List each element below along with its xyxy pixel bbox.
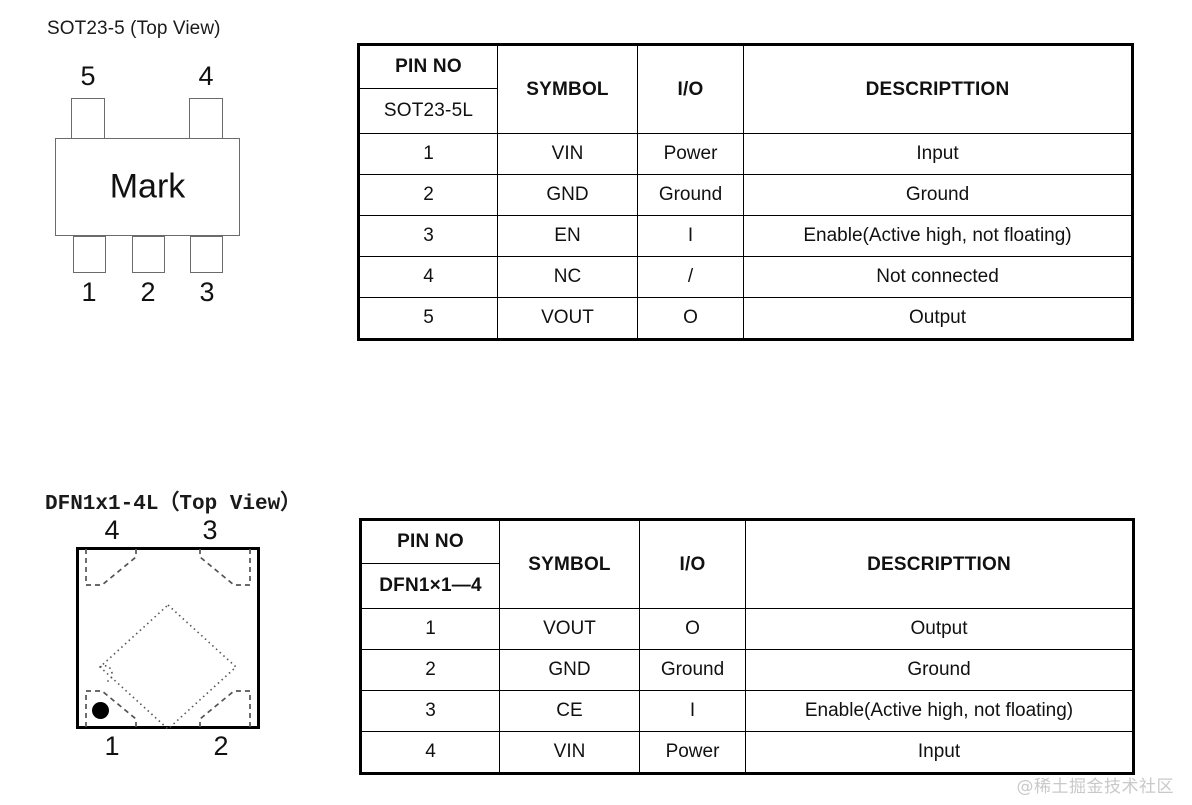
sot23-pin-lead-1 [73,236,106,273]
dfn-pad-outlines [85,549,251,731]
dfn-package-title: DFN1x1-4L（Top View） [45,493,302,516]
sot23-package-diagram: 5 4 Mark 1 2 3 [40,55,340,325]
cell-description: Not connected [743,256,1133,298]
cell-symbol: VIN [497,133,638,175]
cell-symbol: GND [499,649,640,691]
header-symbol: SYMBOL [499,519,640,609]
sot23-pin-label-2: 2 [140,277,156,307]
dfn-pin-label-2: 2 [213,731,229,761]
cell-description: Input [745,731,1134,774]
sot23-pin-lead-3 [190,236,223,273]
header-pin-no: PIN NO [358,44,498,89]
header-description: DESCRIPTTION [745,519,1134,609]
dfn-pin1-dot-marker [92,702,109,719]
cell-symbol: GND [497,174,638,216]
cell-io: I [639,690,746,732]
cell-pin: 2 [358,174,498,216]
sot23-pin-label-3: 3 [199,277,215,307]
table-row: 4 VIN Power Input [360,731,1134,774]
sot23-pin-lead-2 [132,236,165,273]
cell-io: I [637,215,744,257]
dfn-pad-4 [85,549,137,586]
header-symbol: SYMBOL [497,44,638,134]
watermark: @稀土掘金技术社区 [1016,777,1174,797]
cell-description: Enable(Active high, not floating) [745,690,1134,732]
table-row: 4 NC / Not connected [358,256,1133,298]
dfn-package-diagram: 4 3 1 2 [40,515,340,765]
cell-pin: 5 [358,297,498,340]
cell-description: Ground [743,174,1133,216]
dfn-package-body [76,547,260,729]
cell-io: O [639,608,746,650]
cell-description: Output [743,297,1133,340]
dfn-pin-description-table: PIN NO SYMBOL I/O DESCRIPTTION DFN1×1—4 … [359,518,1135,775]
header-pin-no-sub: SOT23-5L [358,88,498,134]
table-row: 3 EN I Enable(Active high, not floating) [358,215,1133,257]
dfn-pad-2 [199,690,251,727]
table-row: 2 GND Ground Ground [360,649,1134,691]
cell-symbol: VOUT [499,608,640,650]
cell-symbol: VIN [499,731,640,774]
header-pin-no-sub: DFN1×1—4 [360,563,500,609]
cell-pin: 4 [358,256,498,298]
sot23-pin-lead-4 [189,98,223,143]
dfn-die-pad-notch [99,665,113,683]
cell-pin: 3 [360,690,500,732]
dfn-pin-label-3: 3 [202,515,218,545]
cell-pin: 1 [360,608,500,650]
cell-pin: 2 [360,649,500,691]
cell-pin: 4 [360,731,500,774]
sot23-pin-label-5: 5 [80,61,96,91]
header-pin-no: PIN NO [360,519,500,564]
dfn-pad-3 [199,549,251,586]
cell-symbol: VOUT [497,297,638,340]
cell-io: O [637,297,744,340]
sot23-mark-label: Mark [109,167,186,206]
sot23-package-title: SOT23-5 (Top View) [47,18,221,39]
cell-description: Enable(Active high, not floating) [743,215,1133,257]
cell-symbol: NC [497,256,638,298]
dfn-pin-label-4: 4 [104,515,120,545]
cell-symbol: EN [497,215,638,257]
cell-pin: 3 [358,215,498,257]
cell-io: Ground [637,174,744,216]
sot23-pin-lead-5 [71,98,105,143]
table-row: 1 VOUT O Output [360,608,1134,650]
cell-io: / [637,256,744,298]
header-io: I/O [637,44,744,134]
sot23-pin-label-4: 4 [198,61,214,91]
cell-symbol: CE [499,690,640,732]
table-row: 1 VIN Power Input [358,133,1133,175]
header-io: I/O [639,519,746,609]
dfn-die-pad-diamond [98,603,238,731]
cell-io: Power [639,731,746,774]
cell-description: Output [745,608,1134,650]
sot23-package-body: Mark [55,138,240,236]
cell-io: Power [637,133,744,175]
cell-description: Ground [745,649,1134,691]
table-row: 3 CE I Enable(Active high, not floating) [360,690,1134,732]
cell-io: Ground [639,649,746,691]
dfn-pin-label-1: 1 [104,731,120,761]
header-description: DESCRIPTTION [743,44,1133,134]
table-row: 5 VOUT O Output [358,297,1133,340]
sot23-pin-label-1: 1 [81,277,97,307]
table-row: 2 GND Ground Ground [358,174,1133,216]
cell-description: Input [743,133,1133,175]
cell-pin: 1 [358,133,498,175]
sot23-pin-description-table: PIN NO SYMBOL I/O DESCRIPTTION SOT23-5L … [357,43,1134,341]
